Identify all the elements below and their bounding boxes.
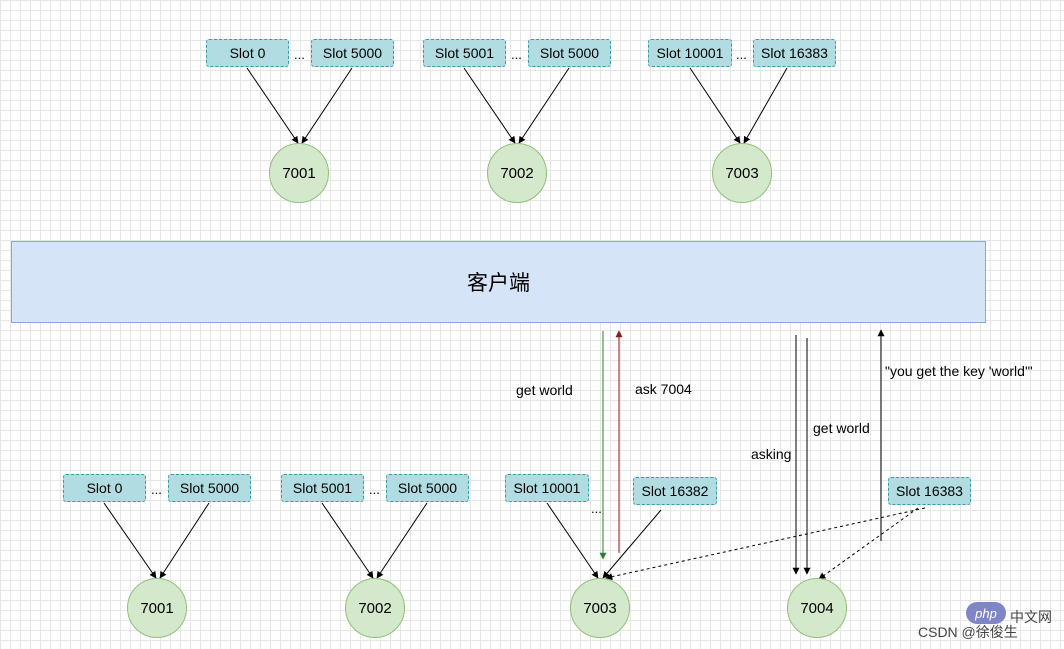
top-slot-ellipsis: ... — [294, 47, 305, 62]
bottom-slot-ellipsis: ... — [151, 482, 162, 497]
label-asking: asking — [751, 446, 792, 462]
top-slot-5000: Slot 5000 — [311, 39, 394, 67]
bottom-slot-5001: Slot 5001 — [281, 474, 364, 502]
edge-top-slot0-7001 — [246, 67, 299, 144]
edge-bot-slot16382-7003 — [602, 509, 662, 579]
label-get-world-2: get world — [813, 420, 870, 436]
top-slot-5001: Slot 5001 — [423, 39, 506, 67]
label-response: "you get the key 'world'" — [885, 363, 1033, 379]
top-slot-10001: Slot 10001 — [648, 39, 732, 67]
edge-top-slot10001-7003 — [689, 67, 741, 144]
bottom-node-7004: 7004 — [787, 578, 847, 638]
top-slot-0: Slot 0 — [206, 39, 289, 67]
edge-bot-slot5000b-7002 — [376, 502, 428, 579]
top-slot-ellipsis: ... — [511, 47, 522, 62]
top-slot-ellipsis: ... — [736, 47, 747, 62]
edge-migrating-to-7004 — [818, 507, 919, 580]
edge-top-slot5001-7002 — [463, 67, 516, 144]
bottom-slot-5000: Slot 5000 — [168, 474, 251, 502]
edge-top-slot5000-7001 — [301, 67, 353, 144]
bottom-node-7003: 7003 — [570, 578, 630, 638]
watermark-site: 中文网 — [1010, 609, 1052, 625]
client-label: 客户端 — [467, 272, 530, 295]
edge-migrating-to-7003 — [605, 507, 926, 581]
bottom-node-7001: 7001 — [127, 578, 187, 638]
top-node-7001: 7001 — [269, 143, 329, 203]
edge-top-slot16383-7003 — [743, 67, 788, 144]
watermark-text: CSDN @徐俊生 — [918, 624, 1018, 640]
edge-bot-slot5000-7001 — [159, 502, 210, 579]
php-logo-badge: php — [966, 602, 1006, 624]
bottom-slot-5000b: Slot 5000 — [386, 474, 469, 502]
edge-bot-slot5001-7002 — [321, 502, 374, 579]
top-slot-5000b: Slot 5000 — [528, 39, 611, 67]
label-get-world-1: get world — [516, 382, 573, 398]
bottom-slot-ellipsis: ... — [591, 501, 602, 516]
top-node-7002: 7002 — [487, 143, 547, 203]
edge-bot-slot0-7001 — [103, 502, 157, 579]
client-box: 客户端 — [11, 241, 986, 323]
bottom-slot-0: Slot 0 — [63, 474, 146, 502]
top-slot-16383: Slot 16383 — [753, 39, 836, 67]
bottom-slot-ellipsis: ... — [369, 482, 380, 497]
migrating-slot-16383: Slot 16383 — [888, 477, 971, 505]
bottom-slot-16382: Slot 16382 — [633, 477, 717, 505]
edge-bot-slot10001-7003 — [546, 502, 599, 579]
label-ask-7004: ask 7004 — [635, 381, 692, 397]
edge-top-slot5000b-7002 — [518, 67, 570, 144]
top-node-7003: 7003 — [712, 143, 772, 203]
bottom-slot-10001: Slot 10001 — [505, 474, 589, 502]
bottom-node-7002: 7002 — [345, 578, 405, 638]
